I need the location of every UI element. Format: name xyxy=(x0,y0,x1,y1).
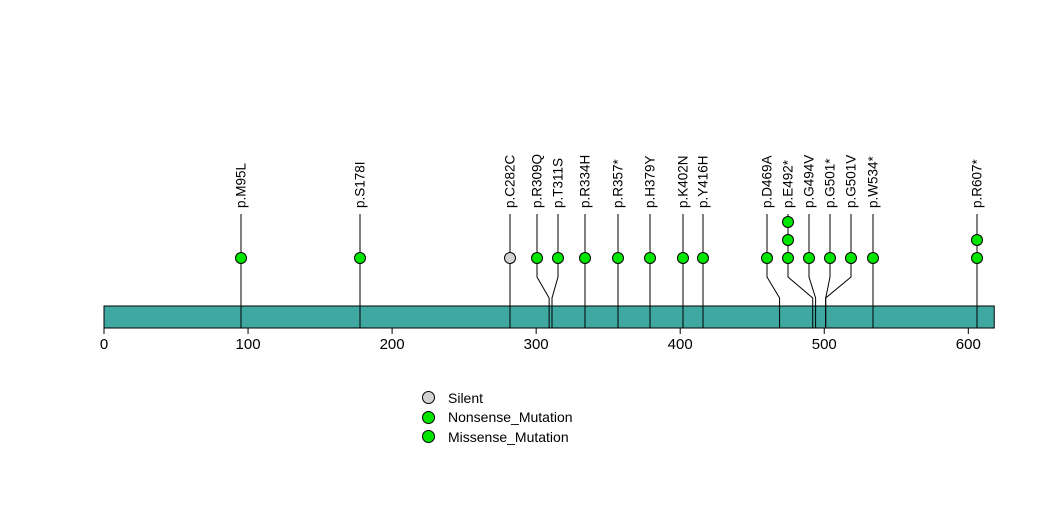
legend-row-nonsense: Nonsense_Mutation xyxy=(422,408,573,428)
mutation-stem xyxy=(766,214,781,328)
mutation-marker xyxy=(867,252,879,264)
mutation-marker xyxy=(782,252,794,264)
axis-tick-label: 500 xyxy=(812,336,837,353)
mutation-marker xyxy=(644,252,656,264)
legend-row-missense: Missense_Mutation xyxy=(422,427,573,447)
mutation-label: p.W534* xyxy=(866,155,881,208)
mutation-marker xyxy=(552,252,564,264)
mutation-marker xyxy=(824,252,836,264)
mutation-marker xyxy=(504,252,516,264)
mutation-label: p.T311S xyxy=(551,158,566,208)
mutation-label: p.C282C xyxy=(503,154,518,208)
mutation-marker xyxy=(579,252,591,264)
mutation-label: p.Y416H xyxy=(696,155,711,208)
legend-label-silent: Silent xyxy=(448,389,484,406)
mutation-label: p.H379Y xyxy=(643,155,658,208)
mutation-label: p.G501* xyxy=(823,158,838,208)
legend-row-silent: Silent xyxy=(422,388,573,408)
mutation-marker xyxy=(971,252,983,264)
mutation-label: p.S178I xyxy=(353,161,368,208)
axis-tick-label: 100 xyxy=(236,336,261,353)
axis-tick-label: 300 xyxy=(524,336,549,353)
mutation-marker xyxy=(761,252,773,264)
mutation-stem xyxy=(825,214,852,328)
axis-tick-label: 0 xyxy=(100,336,108,353)
nonsense-swatch-icon xyxy=(422,410,435,424)
mutation-marker xyxy=(782,216,794,228)
legend-label-missense: Missense_Mutation xyxy=(448,428,569,445)
mutation-marker xyxy=(235,252,247,264)
mutation-stem xyxy=(551,214,559,328)
mutation-marker xyxy=(845,252,857,264)
axis-tick-label: 600 xyxy=(956,336,981,353)
mutation-label: p.G494V xyxy=(802,155,817,208)
mutation-marker xyxy=(677,252,689,264)
mutation-label: p.R334H xyxy=(578,155,593,208)
mutation-label: p.M95L xyxy=(234,162,249,208)
missense-swatch-icon xyxy=(422,430,435,444)
mutation-label: p.R607* xyxy=(970,158,985,208)
mutation-label: p.G501V xyxy=(844,155,859,208)
mutation-label: p.E492* xyxy=(781,159,796,208)
mutation-marker xyxy=(531,252,543,264)
legend-label-nonsense: Nonsense_Mutation xyxy=(448,409,573,426)
axis-tick-label: 400 xyxy=(668,336,693,353)
silent-swatch-icon xyxy=(422,391,435,405)
mutation-stem xyxy=(536,214,550,328)
mutation-stem xyxy=(808,214,817,328)
mutation-marker xyxy=(612,252,624,264)
mutation-label: p.R309Q xyxy=(530,154,545,208)
mutation-label: p.D469A xyxy=(760,155,775,208)
mutation-marker xyxy=(354,252,366,264)
axis-tick-label: 200 xyxy=(380,336,405,353)
mutation-marker xyxy=(782,234,794,246)
mutation-marker xyxy=(971,234,983,246)
mutation-marker xyxy=(697,252,709,264)
mutation-label: p.K402N xyxy=(676,155,691,208)
mutation-label: p.R357* xyxy=(611,158,626,208)
mutation-marker xyxy=(803,252,815,264)
legend: Silent Nonsense_Mutation Missense_Mutati… xyxy=(422,388,573,447)
